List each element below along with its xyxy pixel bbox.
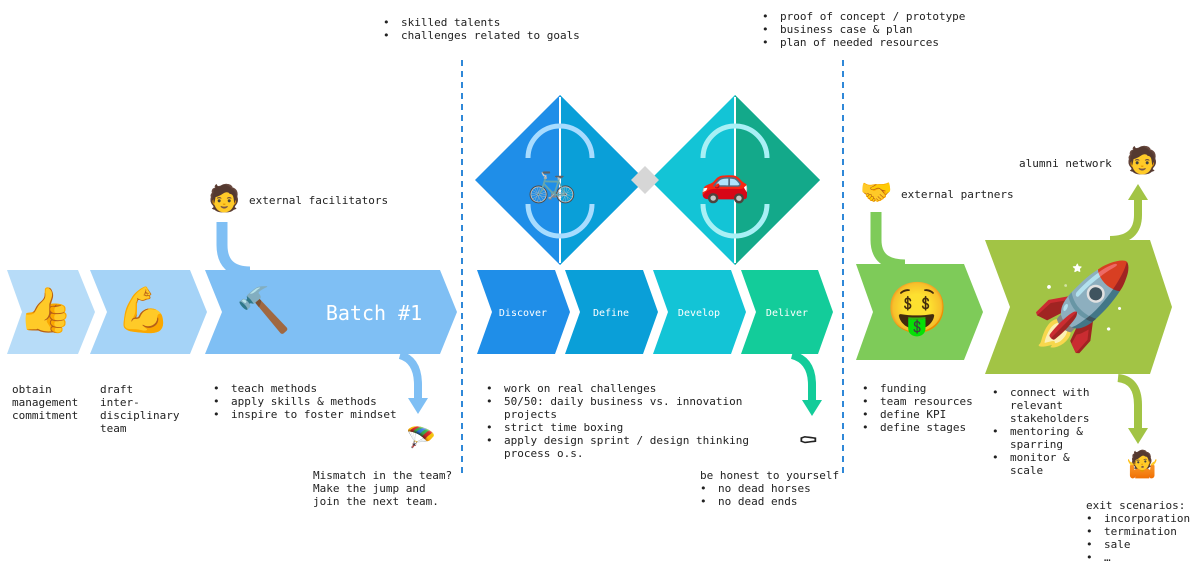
list-item: incorporation	[1085, 512, 1190, 525]
partners-label: external partners	[901, 188, 1014, 201]
parachute-icon: 🪂	[406, 424, 436, 452]
mismatch-exit-arrowhead	[408, 398, 428, 414]
astronaut-icon: 🧑	[1126, 146, 1159, 176]
list-item: apply skills & methods	[212, 395, 397, 408]
deliver-exit-arrow	[790, 351, 816, 400]
list-item: termination	[1085, 525, 1190, 538]
list-item: monitor & scale	[991, 451, 1089, 477]
facilitator-connector	[216, 222, 251, 278]
exit-arrowhead	[1128, 428, 1148, 444]
list-item: apply design sprint / design thinking pr…	[485, 434, 749, 460]
discover-label: Discover	[499, 308, 547, 319]
list-item: funding	[861, 382, 973, 395]
diamond-join	[631, 166, 659, 194]
mismatch-note: Mismatch in the team? Make the jump and …	[313, 469, 453, 508]
deliver-chevron	[741, 270, 833, 354]
double-diamond	[475, 95, 820, 265]
sprint-inputs: skilled talents challenges related to go…	[382, 16, 580, 42]
sprint-bullets: work on real challenges 50/50: daily bus…	[485, 382, 749, 460]
exit-bullets: incorporation termination sale …	[1085, 512, 1190, 564]
list-item: team resources	[861, 395, 973, 408]
list-item: work on real challenges	[485, 382, 749, 395]
bicycle-icon: 🚲	[527, 159, 577, 205]
thumbs-up-icon: 👍	[18, 285, 73, 336]
rocket-icon: 🚀	[1030, 257, 1135, 355]
facilitators-label: external facilitators	[249, 194, 389, 207]
list-item: business case & plan	[761, 23, 965, 36]
list-item: skilled talents	[382, 16, 580, 29]
list-item: define KPI	[861, 408, 973, 421]
list-item: inspire to foster mindset	[212, 408, 397, 421]
alumni-label: alumni network	[1019, 157, 1112, 170]
define-label: Define	[593, 308, 629, 319]
list-item: no dead ends	[699, 495, 811, 508]
list-item: challenges related to goals	[382, 29, 580, 42]
deliver-exit-arrowhead	[802, 400, 822, 416]
list-item: no dead horses	[699, 482, 811, 495]
list-item: mentoring & sparring	[991, 425, 1089, 451]
car-icon: 🚗	[700, 159, 750, 205]
exit-title: exit scenarios:	[1086, 499, 1186, 512]
funding-chevron	[856, 264, 983, 360]
alumni-arrowhead	[1128, 184, 1148, 200]
list-item: proof of concept / prototype	[761, 10, 965, 23]
flexed-biceps-icon: 💪	[116, 285, 171, 336]
develop-cycle-icon	[700, 123, 770, 159]
develop-label: Develop	[678, 308, 720, 319]
list-item: 50/50: daily business vs. innovation pro…	[485, 395, 749, 421]
list-item: define stages	[861, 421, 973, 434]
list-item: …	[1085, 551, 1190, 564]
list-item: strict time boxing	[485, 421, 749, 434]
batch-bullets: teach methods apply skills & methods ins…	[212, 382, 397, 421]
list-item: connect with relevant stakeholders	[991, 386, 1089, 425]
draft-chevron	[90, 270, 207, 354]
honest-title: be honest to yourself	[700, 469, 840, 482]
funding-bullets: funding team resources define KPI define…	[861, 382, 973, 434]
money-mouth-face-icon: 🤑	[886, 279, 949, 337]
sprint-outputs: proof of concept / prototype business ca…	[761, 10, 965, 49]
deliver-label: Deliver	[766, 308, 808, 319]
list-item: plan of needed resources	[761, 36, 965, 49]
launch-chevron	[985, 240, 1172, 374]
exit-arrow-line	[1117, 374, 1142, 428]
discover-cycle-icon	[525, 123, 595, 159]
draft-caption: draft inter- disciplinary team	[100, 383, 180, 435]
batch-chevron	[205, 270, 457, 354]
list-item: teach methods	[212, 382, 397, 395]
discover-chevron	[477, 270, 570, 354]
alumni-arrow-line	[1109, 200, 1142, 244]
person-shrugging-icon: 🤷	[1126, 450, 1159, 480]
honest-bullets: no dead horses no dead ends	[699, 482, 811, 508]
handshake-icon: 🤝	[860, 178, 893, 208]
commitment-chevron	[7, 270, 95, 354]
partners-connector	[870, 212, 906, 271]
list-item: sale	[1085, 538, 1190, 551]
batch-label: Batch #1	[326, 301, 422, 325]
develop-chevron	[653, 270, 746, 354]
coffin-icon: ⚰	[798, 427, 819, 455]
mismatch-exit-arrow	[398, 351, 422, 398]
launch-bullets: connect with relevant stakeholders mento…	[991, 386, 1089, 477]
teacher-icon: 🧑	[208, 184, 241, 214]
hammer-icon: 🔨	[236, 285, 291, 336]
define-chevron	[565, 270, 658, 354]
commitment-caption: obtain management commitment	[12, 383, 79, 422]
